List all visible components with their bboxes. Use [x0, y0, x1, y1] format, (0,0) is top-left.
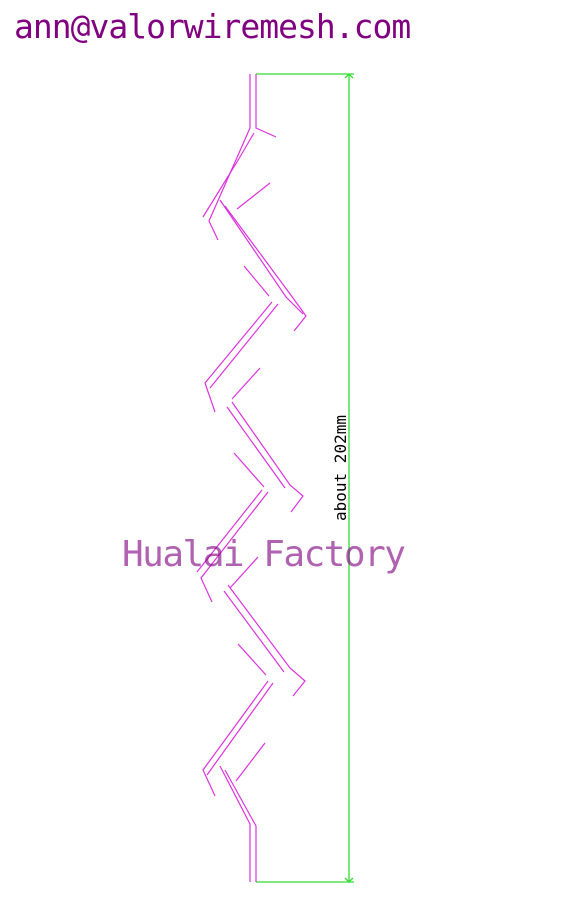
zigzag-wire-profile — [196, 74, 307, 882]
dimension-line — [256, 73, 354, 883]
contact-email: ann@valorwiremesh.com — [14, 7, 411, 46]
dimension-label: about 202mm — [331, 415, 350, 521]
